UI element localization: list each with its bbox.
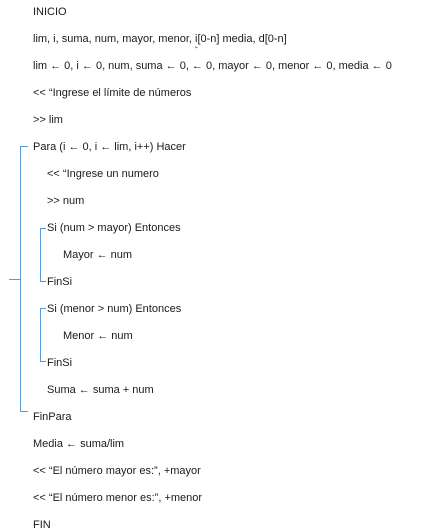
line-media: Media ← suma/lim: [33, 438, 125, 450]
line-inicio: INICIO: [33, 6, 67, 18]
line-suma: Suma ← suma + num: [47, 384, 154, 396]
line-read-number: >> num: [47, 195, 85, 207]
line-si-mayor: Si (num > mayor) Entonces: [47, 222, 181, 234]
para-bracket: [20, 146, 28, 412]
line-finsi-2: FinSi: [47, 357, 73, 369]
line-read-limit: >> lim: [33, 114, 63, 126]
line-assign-menor: Menor ← num: [63, 330, 133, 342]
line-para: Para (i ← 0, i ← lim, i++) Hacer: [33, 141, 186, 153]
line-finsi-1: FinSi: [47, 276, 73, 288]
line-fin: FIN: [33, 519, 51, 531]
line-prompt-limit: << “Ingrese el límite de números: [33, 87, 192, 99]
line-declarations: lim, i, suma, num, mayor, menor, i[0-n] …: [33, 32, 287, 46]
line-si-menor: Si (menor > num) Entonces: [47, 303, 182, 315]
declarations-part-2: [0-n] media, d[0-n]: [197, 33, 287, 45]
spellcheck-word: i: [195, 33, 198, 45]
line-finpara: FinPara: [33, 411, 72, 423]
line-print-menor: << “El número menor es:”, +menor: [33, 492, 203, 504]
si-mayor-bracket: [40, 228, 46, 282]
line-initialization: lim ← 0, i ← 0, num, suma ← 0, ← 0, mayo…: [33, 60, 392, 72]
declarations-part-1: lim, i, suma, num, mayor, menor,: [33, 33, 195, 45]
si-menor-bracket: [40, 308, 46, 362]
para-bracket-tick: [9, 279, 20, 280]
line-prompt-number: << “Ingrese un numero: [47, 168, 159, 180]
line-print-mayor: << “El número mayor es:”, +mayor: [33, 465, 201, 477]
line-assign-mayor: Mayor ← num: [63, 249, 133, 261]
